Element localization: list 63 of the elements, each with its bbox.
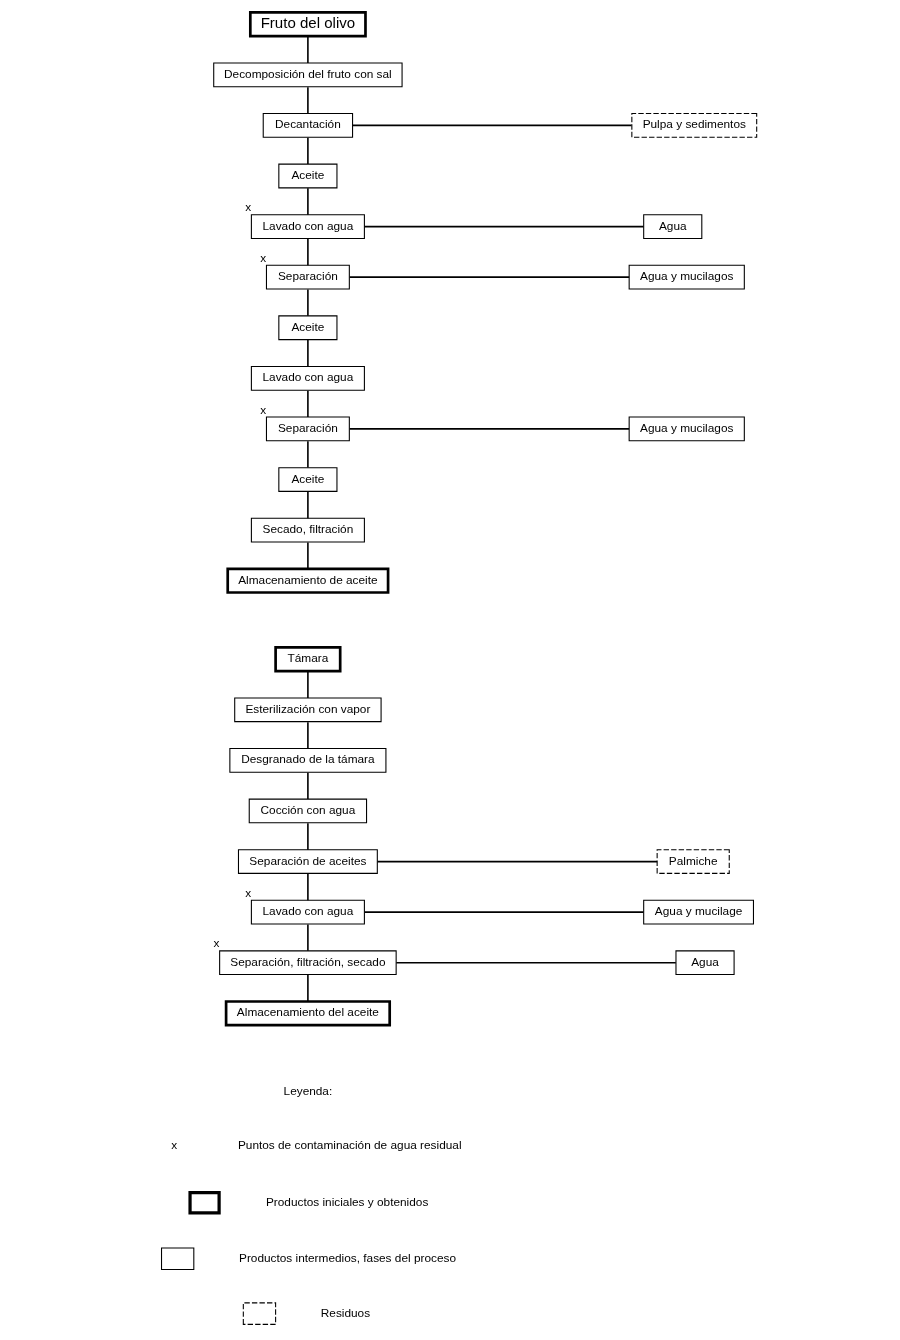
connector: [306, 974, 309, 1003]
connector: [306, 86, 309, 115]
node-box: Almacenamiento del aceite: [224, 1000, 391, 1027]
connector: [395, 961, 677, 964]
connector: [348, 276, 630, 278]
connector: [306, 35, 309, 64]
connector: [376, 860, 658, 863]
node-box: Lavado con agua: [250, 899, 365, 925]
node-box: Lavado con agua: [250, 214, 365, 239]
node-label: x: [212, 936, 219, 951]
connector: [306, 389, 309, 418]
node-box: Separación: [265, 264, 350, 290]
connector: [348, 428, 630, 430]
node-label: x: [244, 885, 251, 900]
connector: [306, 491, 309, 519]
node-box: Secado, filtración: [250, 517, 365, 543]
node-box: Aceite: [277, 315, 337, 341]
connector: [306, 288, 309, 317]
node-box: Agua: [674, 950, 735, 976]
connector: [306, 923, 309, 952]
node-box: Decomposición del fruto con sal: [212, 62, 403, 88]
connector: [306, 440, 309, 469]
node-box: Decantación: [262, 113, 353, 138]
node-box: Separación: [265, 416, 350, 442]
node-box: Separación, filtración, secado: [218, 950, 397, 976]
connector: [306, 670, 309, 699]
connector: [306, 136, 309, 165]
label: x: [170, 1137, 177, 1152]
connector: [306, 873, 309, 902]
node-box: Pulpa y sedimentos: [630, 113, 757, 138]
node-box: Lavado con agua: [250, 365, 365, 391]
connector: [363, 911, 644, 913]
legend-label: Productos intermedios, fases del proceso: [238, 1250, 456, 1265]
node-box: Agua y mucilagos: [628, 416, 745, 442]
node-box: Palmiche: [656, 849, 730, 874]
connector: [363, 225, 644, 228]
node-box: Fruto del olivo: [248, 11, 367, 38]
node-box: Aceite: [277, 467, 337, 492]
legend-label: Productos iniciales y obtenidos: [265, 1194, 428, 1209]
connector: [306, 541, 309, 570]
node-label: x: [259, 402, 266, 417]
legend-label: Puntos de contaminación de agua residual: [237, 1137, 462, 1152]
connector: [351, 124, 632, 127]
node-box: Agua: [642, 214, 702, 239]
node-box: Almacenamiento de aceite: [225, 567, 389, 594]
node-box: Agua y mucilage: [642, 899, 754, 925]
node-label: x: [259, 250, 266, 265]
node-box: Separación de aceites: [237, 849, 378, 874]
node-box: Desgranado de la támara: [228, 748, 386, 773]
label: Leyenda:: [283, 1083, 332, 1098]
node-box: Esterilización con vapor: [233, 697, 382, 723]
connector: [306, 721, 309, 750]
node-box: Agua y mucilagos: [628, 264, 745, 290]
connector: [306, 238, 309, 267]
node-box: Támara: [273, 646, 342, 673]
node-box: Aceite: [277, 163, 337, 189]
connector: [306, 771, 309, 800]
connector: [306, 339, 309, 368]
connector: [306, 822, 309, 851]
node-box: Cocción con agua: [248, 798, 367, 824]
connector: [306, 187, 309, 216]
legend-label: Residuos: [320, 1305, 370, 1320]
node-label: x: [244, 200, 251, 215]
